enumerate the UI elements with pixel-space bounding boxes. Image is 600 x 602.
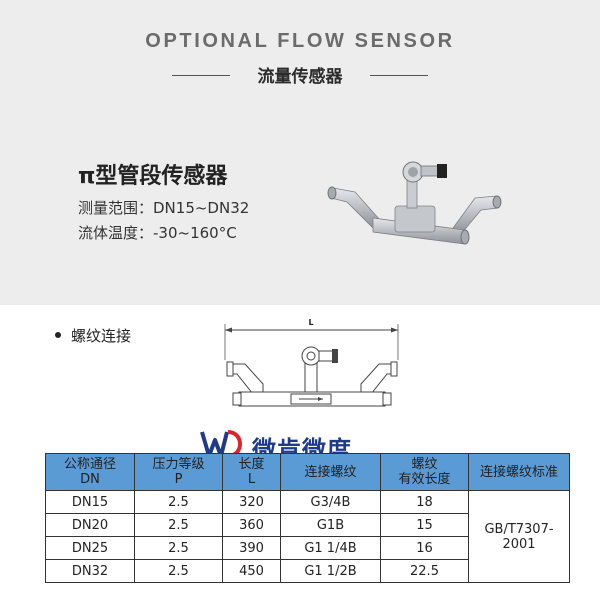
cell-effective-length: 15 [380, 513, 469, 537]
cell-pressure: 2.5 [134, 559, 223, 583]
cell-standard: GB/T7307-2001 [468, 490, 570, 583]
cell-thread: G1 1/2B [280, 559, 381, 583]
fluid-temperature: 流体温度：-30~160°C [78, 224, 237, 242]
sensor-name: π型管段传感器 [78, 164, 228, 189]
cell-effective-length: 16 [380, 536, 469, 560]
table-row: DN15 2.5 320 G3/4B 18 GB/T7307-2001 [45, 490, 570, 583]
pi-sensor-product-image [327, 161, 502, 245]
thread-connection-label: 螺纹连接 [55, 325, 131, 346]
cell-dn: DN15 [45, 490, 135, 514]
dimension-l-label: L [308, 318, 313, 327]
top-section [0, 0, 600, 305]
cell-dn: DN20 [45, 513, 135, 537]
english-title: OPTIONAL FLOW SENSOR [145, 30, 455, 52]
dimension-drawing: L [224, 318, 399, 407]
measure-range: 测量范围：DN15~DN32 [78, 199, 250, 217]
cell-thread: G3/4B [280, 490, 381, 514]
thread-connection-text: 螺纹连接 [71, 327, 132, 345]
cell-thread: G1B [280, 513, 381, 537]
cell-pressure: 2.5 [134, 490, 223, 514]
cell-length: 320 [222, 490, 281, 514]
title-rule-right [370, 75, 428, 76]
cell-dn: DN32 [45, 559, 135, 583]
chinese-title-row: 流量传感器 [0, 62, 600, 88]
header-standard: 连接螺纹标准 [468, 453, 570, 491]
cell-effective-length: 22.5 [380, 559, 469, 583]
table-row: DN32 2.5 450 G1 1/2B 22.5 [45, 559, 570, 583]
cell-pressure: 2.5 [134, 513, 223, 537]
cell-effective-length: 18 [380, 490, 469, 514]
cell-thread: G1 1/4B [280, 536, 381, 560]
cell-length: 450 [222, 559, 281, 583]
cell-length: 390 [222, 536, 281, 560]
bullet-icon [55, 331, 61, 338]
cell-length: 360 [222, 513, 281, 537]
table-row: DN25 2.5 390 G1 1/4B 16 [45, 536, 570, 560]
cell-dn: DN25 [45, 536, 135, 560]
header-effective-length: 螺纹有效长度 [380, 453, 469, 491]
cell-pressure: 2.5 [134, 536, 223, 560]
title-rule-left [172, 75, 230, 76]
header-thread: 连接螺纹 [280, 453, 381, 491]
chinese-title: 流量传感器 [257, 67, 343, 87]
